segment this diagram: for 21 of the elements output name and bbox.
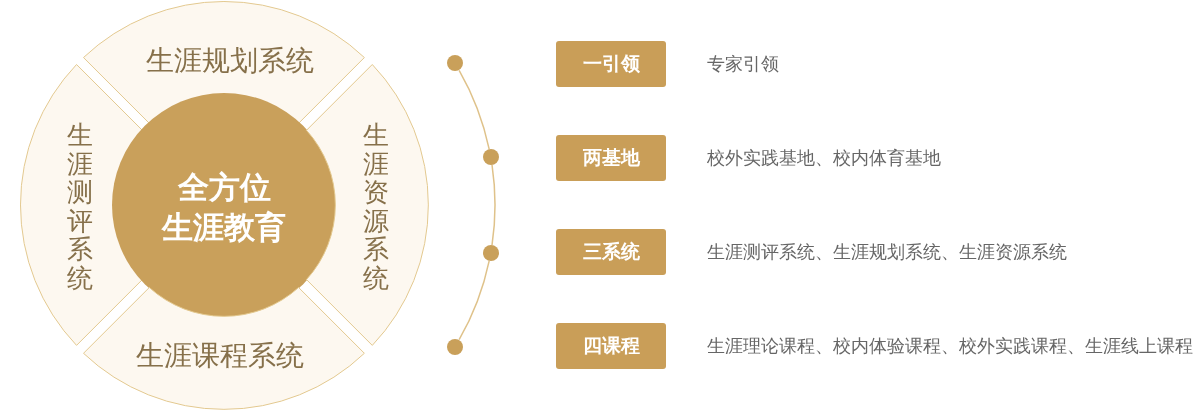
center-title: 生涯教育 bbox=[162, 208, 286, 247]
category-tag: 两基地 bbox=[556, 135, 666, 181]
arc-line bbox=[458, 69, 490, 150]
segment-label: 生涯课程系统 bbox=[136, 338, 304, 372]
center-title: 全方位 bbox=[177, 168, 271, 207]
timeline-dot bbox=[482, 149, 499, 165]
timeline-dot bbox=[447, 55, 464, 72]
description-text: 生涯理论课程、校内体验课程、校外实践课程、生涯线上课程 bbox=[707, 334, 1193, 358]
category-tag: 一引领 bbox=[556, 41, 666, 87]
arc-line bbox=[491, 164, 496, 246]
category-tag: 三系统 bbox=[556, 229, 666, 275]
arc-line bbox=[458, 260, 490, 341]
description-text: 专家引领 bbox=[707, 52, 779, 76]
segment-label: 生涯规划系统 bbox=[146, 43, 314, 77]
timeline-dot bbox=[447, 338, 464, 355]
timeline-dot bbox=[482, 245, 499, 261]
segment-label: 生涯测评系统 bbox=[67, 121, 93, 293]
description-text: 生涯测评系统、生涯规划系统、生涯资源系统 bbox=[707, 240, 1067, 264]
segment-label: 生涯资源系统 bbox=[363, 121, 389, 293]
category-tag: 四课程 bbox=[556, 323, 666, 369]
description-text: 校外实践基地、校内体育基地 bbox=[707, 146, 941, 170]
